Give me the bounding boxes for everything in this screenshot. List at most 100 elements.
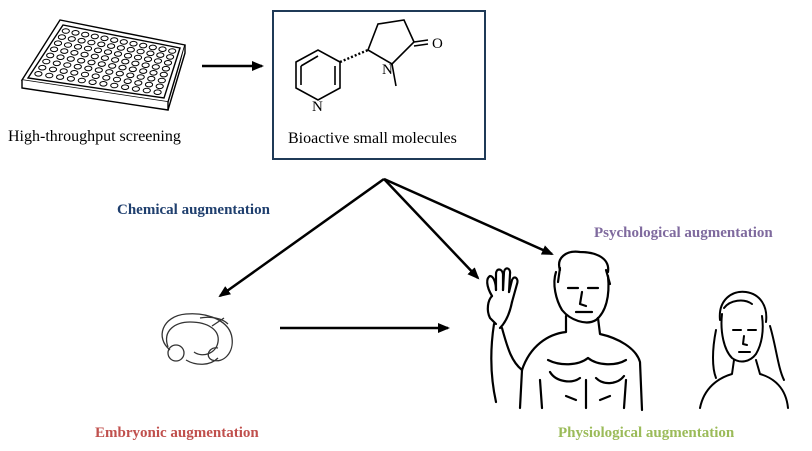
plate-well: [60, 48, 69, 54]
plate-well: [52, 60, 61, 67]
plate-well: [97, 41, 106, 48]
plate-well: [73, 63, 82, 70]
plate-well: [149, 70, 158, 76]
plate-well: [108, 63, 117, 69]
plate-well: [163, 60, 173, 66]
physiological-augmentation-label: Physiological augmentation: [558, 425, 735, 441]
plate-well: [100, 55, 110, 61]
plate-well: [87, 39, 96, 46]
embryonic-augmentation-label: Embryonic augmentation: [95, 425, 259, 441]
plate-well: [77, 77, 86, 84]
woman-icon: [699, 290, 789, 409]
plate-well: [126, 72, 135, 79]
plate-well: [102, 75, 111, 81]
plate-well: [136, 74, 145, 80]
nicotine-structure-icon: O N N: [295, 19, 443, 115]
plate-well: [77, 37, 86, 44]
arrow-to-man: [383, 178, 480, 280]
plate-well: [67, 36, 76, 42]
plate-well: [87, 59, 96, 66]
plate-well: [70, 70, 79, 76]
plate-well: [63, 42, 73, 48]
plate-well: [158, 46, 167, 53]
plate-well: [110, 37, 119, 43]
plate-well: [147, 75, 156, 82]
plate-well: [105, 69, 114, 75]
embryo-icon: [161, 313, 233, 365]
chemical-augmentation-label: Chemical augmentation: [117, 202, 270, 218]
plate-well: [42, 58, 51, 65]
plate-well: [97, 61, 106, 67]
plate-well: [141, 62, 150, 68]
plate-well: [73, 44, 83, 50]
plate-well: [144, 81, 154, 88]
plate-well: [129, 40, 138, 47]
plate-well: [166, 54, 175, 60]
bioactive-molecule-box: O N N Bioactive small molecules: [272, 10, 486, 160]
plate-well: [61, 28, 70, 34]
plate-well: [123, 78, 132, 84]
plate-well: [155, 83, 164, 90]
plate-well: [146, 50, 155, 57]
plate-well: [148, 44, 157, 51]
plate-well: [48, 66, 58, 73]
plate-well: [142, 87, 151, 94]
plate-well: [110, 82, 119, 89]
plate-well: [59, 68, 68, 74]
plate-well: [83, 45, 93, 52]
molecules-label: Bioactive small molecules: [288, 130, 457, 147]
plate-well: [57, 34, 67, 40]
plate-well: [84, 65, 93, 72]
plate-well: [63, 62, 72, 68]
plate-well: [123, 52, 133, 59]
plate-well: [80, 71, 90, 78]
plate-well: [90, 53, 99, 60]
plate-well: [118, 64, 127, 71]
plate-well: [91, 73, 100, 79]
plate-well: [71, 30, 80, 36]
plate-well: [139, 68, 148, 74]
plate-well: [121, 84, 130, 90]
plate-well: [157, 77, 166, 84]
plate-well: [161, 65, 170, 72]
plate-well: [50, 46, 59, 53]
arrow-to-embryo: [218, 177, 385, 298]
plate-well: [126, 46, 135, 53]
plate-well: [133, 54, 143, 61]
plate-well: [121, 58, 130, 65]
plate-well: [153, 58, 163, 64]
plate-well: [103, 49, 113, 55]
plate-well: [168, 48, 177, 54]
oxygen-atom-label: O: [432, 36, 443, 52]
plate-well: [116, 45, 126, 51]
plate-well: [77, 57, 86, 64]
plate-well: [53, 40, 63, 47]
plate-well: [143, 56, 153, 63]
plate-well: [66, 56, 75, 62]
plate-well: [159, 71, 168, 78]
plate-well: [94, 67, 103, 73]
plate-well: [90, 33, 99, 40]
plate-well: [46, 52, 55, 59]
plate-well: [93, 47, 103, 54]
plate-well: [80, 51, 89, 58]
psychological-augmentation-label: Psychological augmentation: [594, 225, 773, 241]
plate-well: [131, 86, 140, 92]
plate-well: [153, 89, 162, 95]
plate-well: [56, 74, 65, 80]
plate-well: [156, 52, 165, 58]
nitrogen-atom-label: N: [382, 62, 393, 78]
plate-well: [136, 48, 145, 55]
plate-well: [112, 76, 122, 83]
man-waving-icon: [486, 250, 644, 412]
plate-well: [131, 60, 140, 67]
plate-well: [99, 81, 108, 87]
plate-well: [100, 35, 109, 42]
plate-well: [45, 72, 54, 79]
plate-well: [151, 64, 160, 70]
plate-well: [107, 43, 116, 49]
well-plate-icon: [20, 19, 186, 111]
plate-well: [70, 50, 79, 56]
plate-well: [56, 54, 65, 61]
